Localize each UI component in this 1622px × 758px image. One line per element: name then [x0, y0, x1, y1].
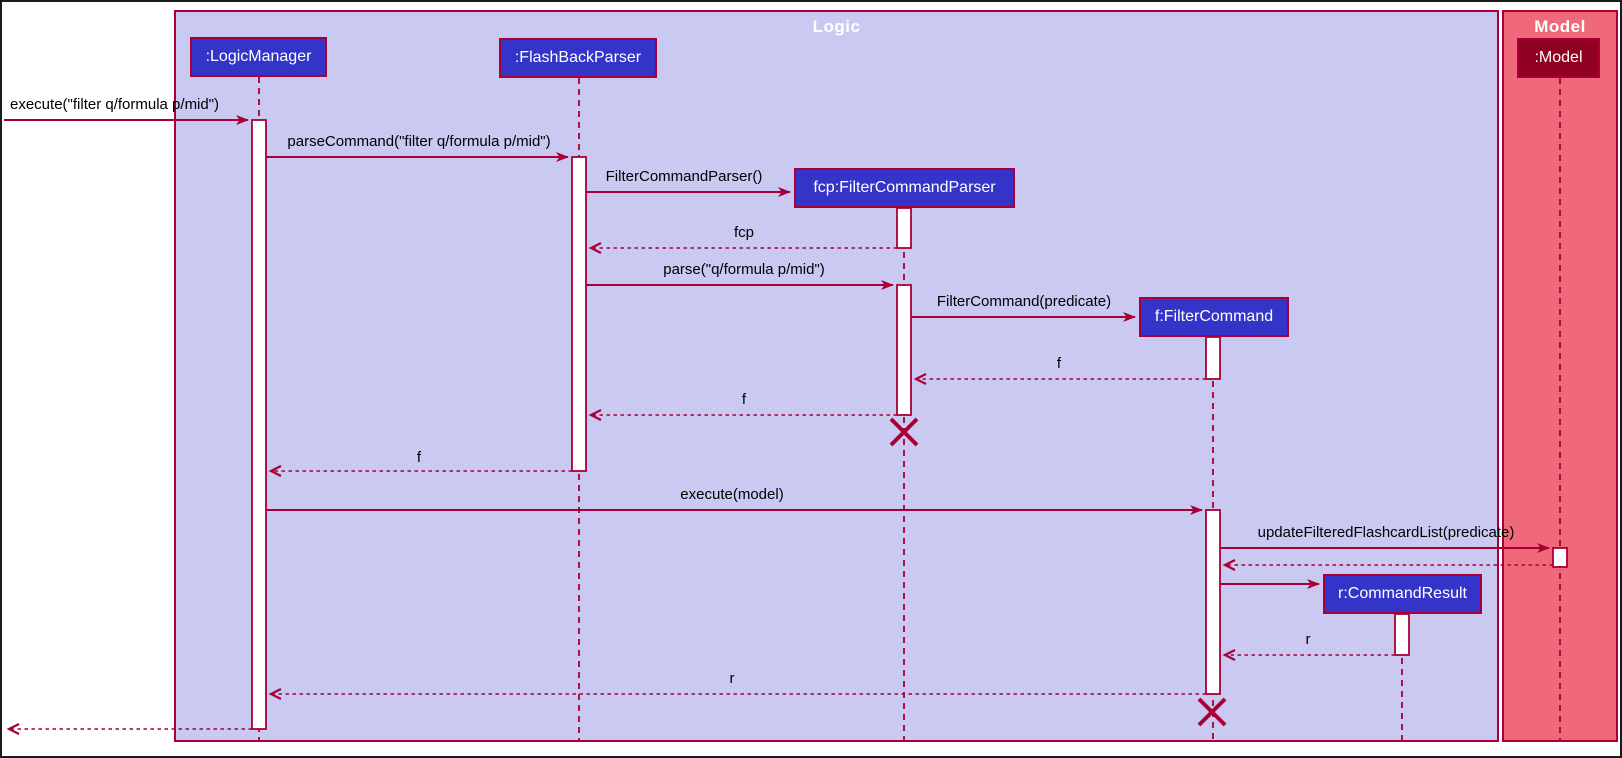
message-label-new-filter-command: FilterCommand(predicate)	[936, 293, 1112, 310]
participant-model-label: :Model	[1534, 49, 1583, 66]
message-label-return-r-to-f: r	[1305, 631, 1311, 648]
message-label-execute-model: execute(model)	[680, 486, 784, 503]
message-label-return-r-to-logic-manager: r	[729, 670, 735, 687]
participant-logic-manager: :LogicManager	[190, 37, 327, 77]
participant-command-result: r:CommandResult	[1323, 574, 1482, 614]
frame-logic: Logic	[174, 10, 1499, 742]
message-label-update-filtered-flashcard-list: updateFilteredFlashcardList(predicate)	[1257, 524, 1515, 541]
participant-command-result-label: r:CommandResult	[1338, 585, 1467, 602]
participant-filter-command-label: f:FilterCommand	[1154, 308, 1274, 325]
participant-flashback-parser: :FlashBackParser	[499, 38, 657, 78]
message-label-return-fcp: fcp	[733, 224, 755, 241]
frame-logic-title: Logic	[812, 17, 861, 36]
participant-flashback-parser-label: :FlashBackParser	[514, 49, 642, 66]
frame-model: Model	[1502, 10, 1618, 742]
participant-filter-command: f:FilterCommand	[1139, 297, 1289, 337]
participant-model: :Model	[1517, 38, 1600, 78]
frame-model-title: Model	[1534, 17, 1586, 36]
message-label-return-f-to-fcp: f	[1056, 355, 1062, 372]
message-label-parse: parse("q/formula p/mid")	[663, 261, 825, 278]
message-label-return-f-to-parser: f	[741, 391, 747, 408]
message-label-new-filter-command-parser: FilterCommandParser()	[605, 168, 763, 185]
participant-filter-command-parser-label: fcp:FilterCommandParser	[813, 179, 996, 196]
message-label-parse-command: parseCommand("filter q/formula p/mid")	[287, 133, 551, 150]
message-label-execute: execute("filter q/formula p/mid")	[10, 96, 220, 113]
participant-filter-command-parser: fcp:FilterCommandParser	[794, 168, 1015, 208]
participant-logic-manager-label: :LogicManager	[205, 48, 312, 65]
message-label-return-f-to-logic-manager: f	[416, 449, 422, 466]
